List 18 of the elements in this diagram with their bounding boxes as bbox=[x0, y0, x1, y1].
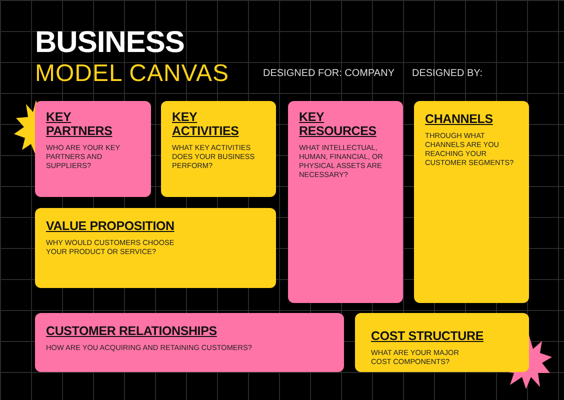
card-heading: COST STRUCTURE bbox=[371, 329, 484, 343]
designed-for-text: DESIGNED FOR: COMPANY bbox=[263, 68, 394, 79]
canvas-card bbox=[355, 313, 529, 372]
canvas-card bbox=[161, 101, 276, 197]
canvas-card bbox=[414, 101, 529, 303]
card-heading: CHANNELS bbox=[425, 112, 493, 126]
canvas-card bbox=[35, 313, 344, 372]
card-heading: VALUE PROPOSITION bbox=[46, 219, 174, 233]
title-text: BUSINESS bbox=[35, 26, 184, 60]
canvas-card bbox=[35, 208, 276, 288]
card-heading: KEY RESOURCES bbox=[299, 110, 378, 138]
card-heading: KEY ACTIVITIES bbox=[172, 110, 240, 138]
canvas-card bbox=[288, 101, 403, 303]
subtitle-text: MODEL CANVAS bbox=[35, 60, 230, 88]
card-heading: KEY PARTNERS bbox=[46, 110, 114, 138]
canvas-card bbox=[35, 101, 151, 197]
designed-by-text: DESIGNED BY: bbox=[412, 68, 483, 79]
card-heading: CUSTOMER RELATIONSHIPS bbox=[46, 324, 217, 338]
